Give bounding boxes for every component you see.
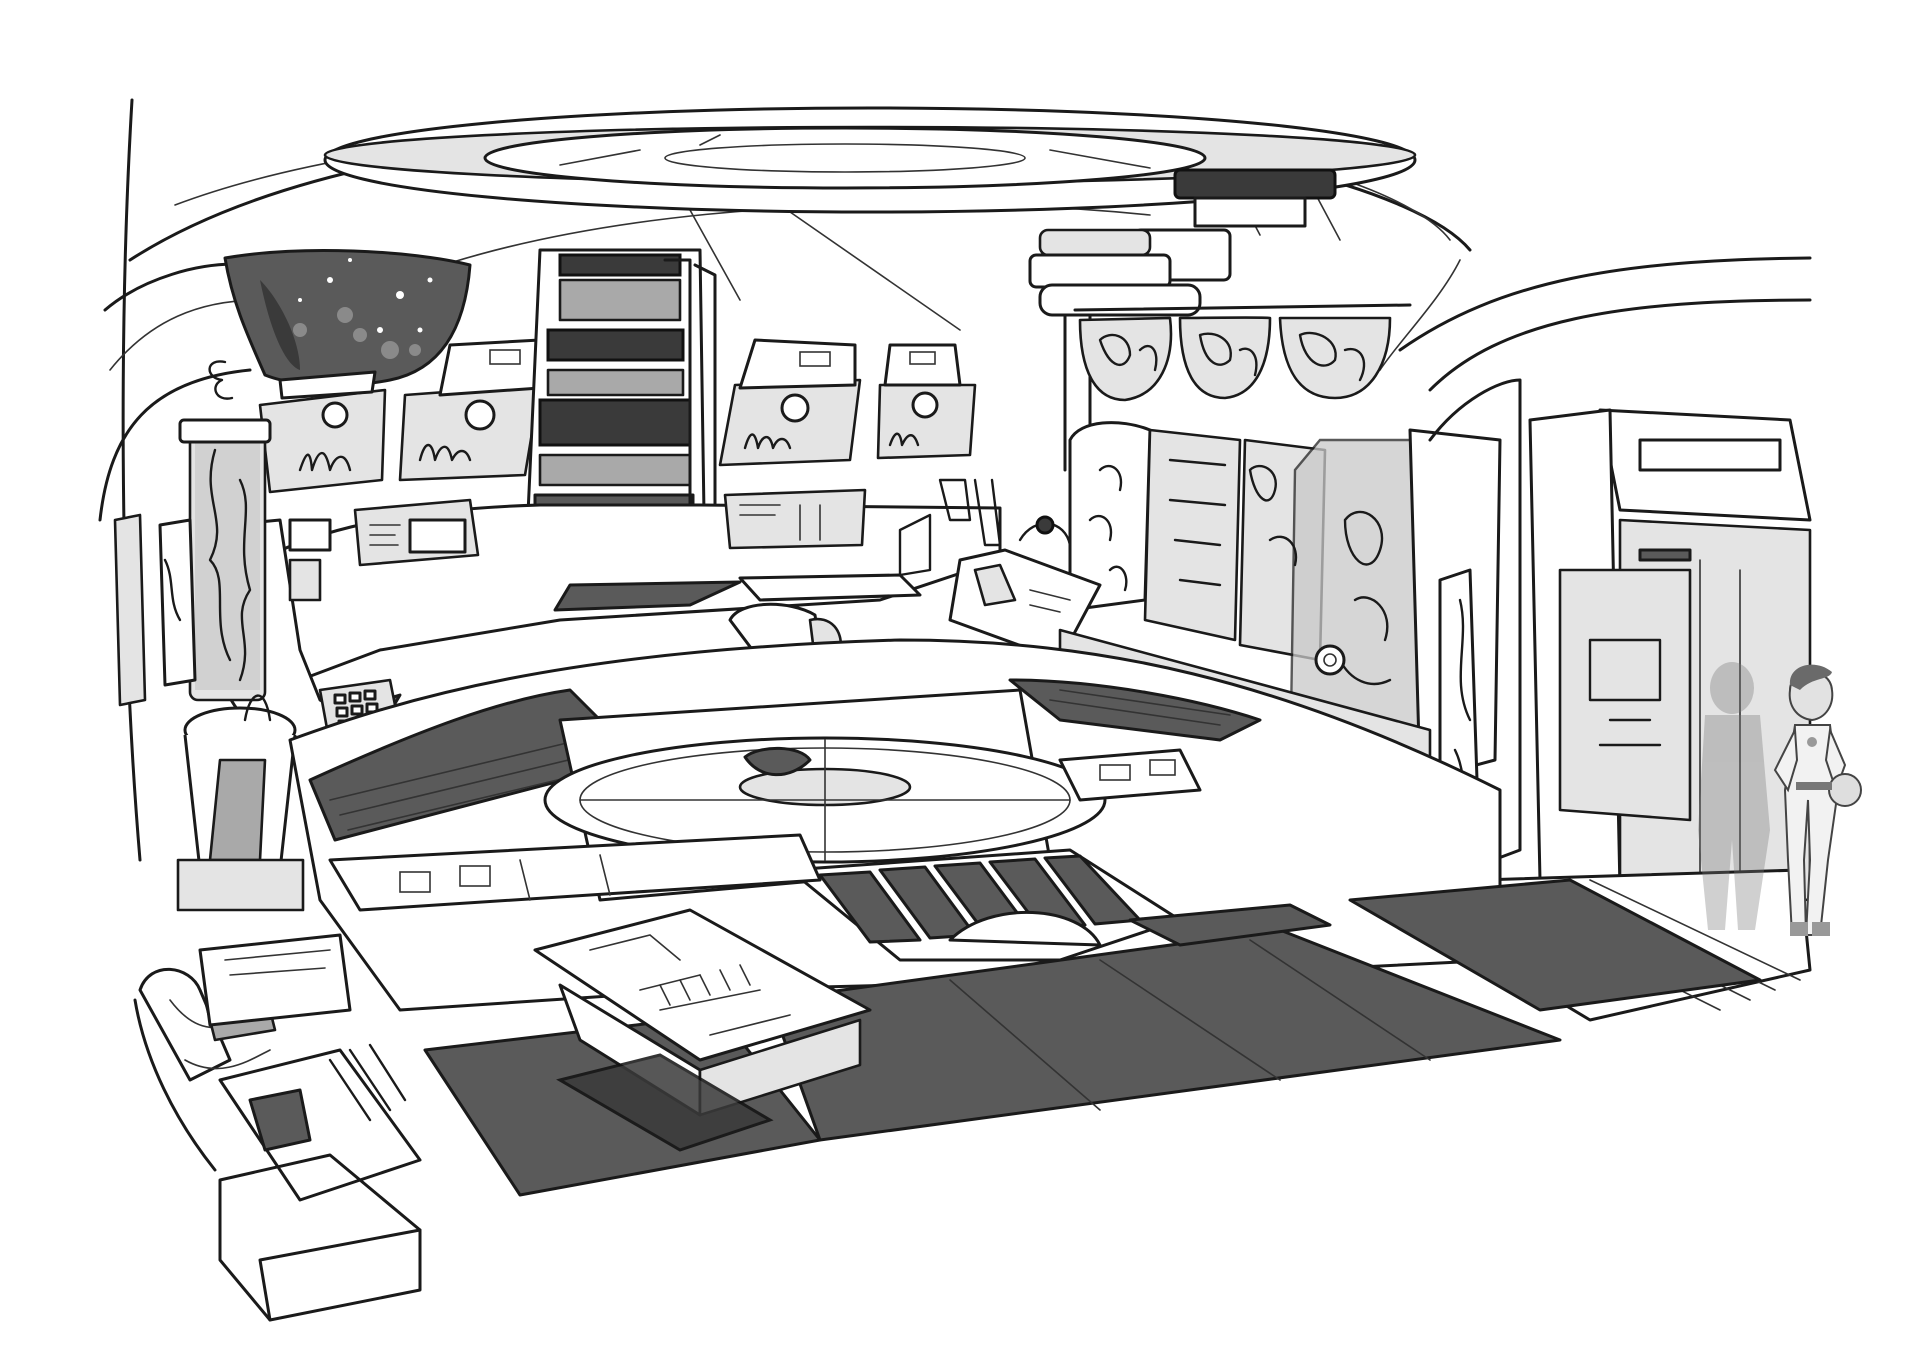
ghost-character-silhouette xyxy=(1698,662,1770,930)
wall-hook xyxy=(208,360,234,400)
monitor-right-center xyxy=(718,338,862,467)
ceiling-pipe-mount xyxy=(1028,168,1337,472)
floor-panels-left xyxy=(328,748,1202,912)
monitor-right xyxy=(876,343,977,460)
monitor-left-center xyxy=(398,338,542,482)
floor-vent-grate xyxy=(788,848,1182,962)
central-vent-column xyxy=(523,248,717,582)
specimen-tube xyxy=(176,418,305,912)
astronaut-character xyxy=(1773,664,1862,936)
ceiling-ring-light xyxy=(323,106,1417,214)
foreground-open-crate xyxy=(133,967,422,1322)
left-storage-box xyxy=(198,933,352,1027)
airlock-door-frame xyxy=(1528,408,1812,902)
overhead-planter-pods xyxy=(1073,303,1412,402)
left-wall-panel xyxy=(113,513,197,707)
porthole-window xyxy=(223,249,472,387)
monitor-left xyxy=(258,370,387,494)
center-hatch-platform xyxy=(543,736,1107,864)
work-console-desk xyxy=(258,478,1002,682)
hover-crate xyxy=(533,908,872,1152)
